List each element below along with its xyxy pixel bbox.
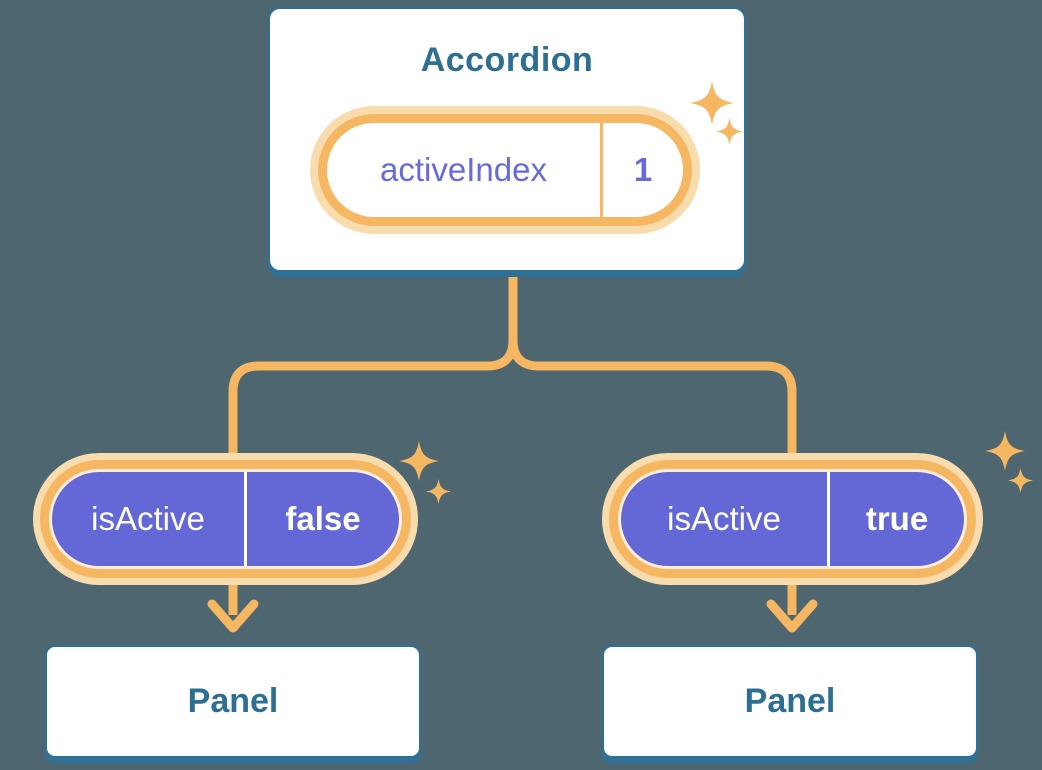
sparkle-icon xyxy=(716,118,743,145)
component-title: Accordion xyxy=(420,41,594,79)
sparkle-icon xyxy=(690,81,734,125)
sparkle-icon xyxy=(426,479,451,504)
sparkle-icon xyxy=(985,431,1025,471)
sparkle-icon xyxy=(1008,468,1033,493)
prop-pill-left: isActive false xyxy=(49,469,402,569)
panel-label: Panel xyxy=(187,682,279,720)
prop-pill-right: isActive true xyxy=(618,469,967,569)
state-pill: activeIndex 1 xyxy=(327,123,683,217)
sparkle-icon xyxy=(399,441,439,481)
arrow-down-icon xyxy=(207,599,259,633)
prop-name: isActive xyxy=(91,500,205,537)
prop-value: false xyxy=(244,472,399,566)
arrow-down-icon xyxy=(766,599,818,633)
prop-value: true xyxy=(827,472,964,566)
accordion-component-box: Accordion activeIndex 1 xyxy=(268,7,746,272)
panel-box-left: Panel xyxy=(45,645,421,758)
panel-label: Panel xyxy=(744,682,836,720)
panel-box-right: Panel xyxy=(602,645,978,758)
state-name: activeIndex xyxy=(380,151,547,188)
state-value: 1 xyxy=(600,123,683,217)
prop-name: isActive xyxy=(667,500,781,537)
